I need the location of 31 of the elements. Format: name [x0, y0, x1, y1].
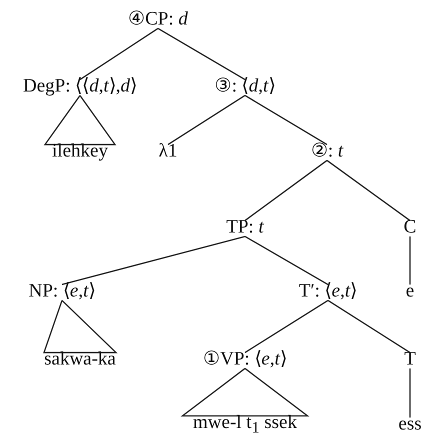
tree-node-label: C	[404, 218, 416, 238]
tree-branch	[158, 28, 246, 80]
tree-node-label: λ1	[158, 142, 178, 162]
tree-node-label: T′: ⟨e,t⟩	[298, 282, 358, 302]
tree-branch	[244, 160, 328, 222]
tree-node-label: ②: t	[310, 142, 344, 162]
tree-node-label: e	[406, 282, 414, 302]
tree-branch	[244, 94, 328, 146]
tree-node-label: ilehkey	[52, 142, 108, 162]
tree-node-label: mwe-l t$_{1}$ ssek	[193, 412, 297, 438]
tree-branch	[168, 94, 246, 146]
tree-branch	[409, 236, 411, 285]
tree-node-label: DegP: ⟨⟨d,t⟩,d⟩	[22, 76, 138, 98]
tree-node-label: NP: ⟨e,t⟩	[28, 282, 96, 302]
tree-node-label: ③: ⟨d,t⟩	[214, 76, 276, 98]
tree-node-label: ①VP: ⟨e,t⟩	[203, 350, 287, 370]
roof-triangle	[44, 94, 116, 146]
tree-branch	[409, 368, 411, 418]
tree-node-label: ess	[398, 414, 422, 436]
tree-branch	[328, 300, 410, 354]
tree-node-label: TP: t	[226, 218, 264, 238]
tree-branch	[244, 300, 328, 354]
roof-triangle	[43, 299, 118, 354]
tree-branch	[80, 28, 158, 80]
tree-node-label: T	[404, 350, 416, 370]
tree-branch	[62, 236, 246, 286]
tree-branch	[244, 236, 328, 286]
tree-node-label: ④CP: d	[128, 10, 188, 30]
tree-branch	[326, 160, 410, 222]
roof-triangle	[180, 368, 310, 417]
tree-node-label: sakwa-ka	[44, 350, 116, 370]
